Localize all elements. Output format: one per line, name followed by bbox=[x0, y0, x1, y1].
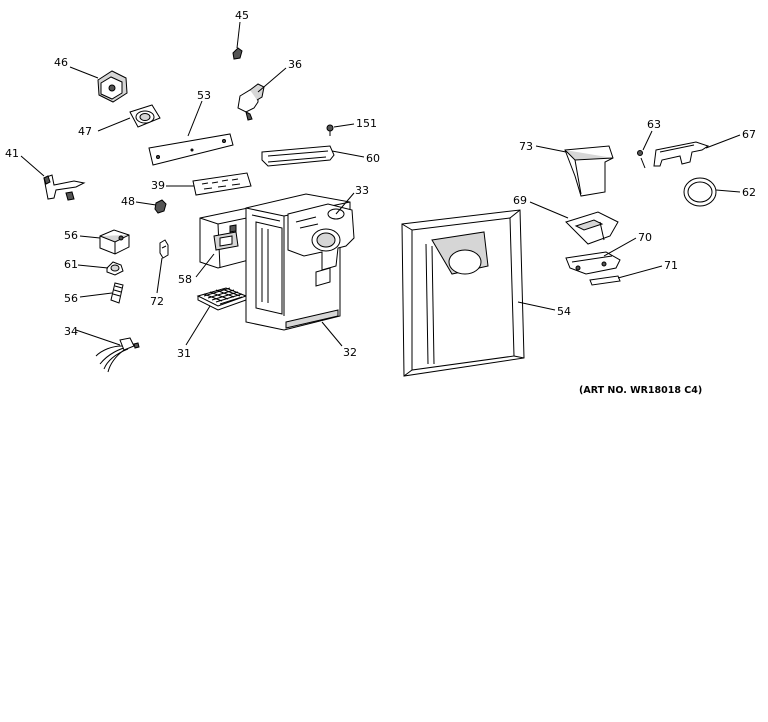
callout-60: 60 bbox=[366, 152, 380, 165]
part-33 bbox=[287, 203, 355, 287]
callout-53: 53 bbox=[197, 89, 211, 102]
callout-61: 61 bbox=[64, 258, 78, 271]
callout-33: 33 bbox=[355, 184, 369, 197]
part-60 bbox=[261, 145, 335, 167]
part-70 bbox=[565, 251, 621, 275]
callout-63: 63 bbox=[647, 118, 661, 131]
callout-48: 48 bbox=[121, 195, 135, 208]
part-73 bbox=[564, 145, 614, 197]
callout-36: 36 bbox=[288, 58, 302, 71]
callout-62: 62 bbox=[742, 186, 756, 199]
callout-41: 41 bbox=[5, 147, 19, 160]
part-53 bbox=[148, 133, 234, 166]
callout-72: 72 bbox=[150, 295, 164, 308]
art-number: (ART NO. WR18018 C4) bbox=[579, 385, 702, 396]
part-46 bbox=[97, 70, 128, 103]
part-31 bbox=[196, 287, 248, 311]
part-34 bbox=[95, 337, 140, 373]
part-67 bbox=[653, 141, 710, 167]
part-48 bbox=[154, 199, 167, 214]
part-72 bbox=[159, 239, 169, 259]
callout-69: 69 bbox=[513, 194, 527, 207]
callout-34: 34 bbox=[64, 325, 78, 338]
callout-56-lower: 56 bbox=[64, 292, 78, 305]
part-47 bbox=[129, 104, 161, 128]
callout-39: 39 bbox=[151, 179, 165, 192]
callout-46: 46 bbox=[54, 56, 68, 69]
callout-54: 54 bbox=[557, 305, 571, 318]
part-56-upper bbox=[99, 229, 130, 255]
callout-58: 58 bbox=[178, 273, 192, 286]
callout-151: 151 bbox=[356, 117, 377, 130]
callout-67: 67 bbox=[742, 128, 756, 141]
part-69 bbox=[565, 211, 619, 245]
part-61 bbox=[106, 261, 124, 276]
part-56-lower bbox=[110, 282, 124, 304]
part-151 bbox=[326, 124, 334, 136]
callout-73: 73 bbox=[519, 140, 533, 153]
callout-47: 47 bbox=[78, 125, 92, 138]
part-54 bbox=[401, 209, 525, 377]
part-62 bbox=[683, 177, 717, 207]
callout-32: 32 bbox=[343, 346, 357, 359]
callout-70: 70 bbox=[638, 231, 652, 244]
callout-56-upper: 56 bbox=[64, 229, 78, 242]
part-36 bbox=[237, 83, 265, 121]
part-41 bbox=[43, 174, 86, 201]
leader-lines bbox=[20, 21, 741, 347]
part-39 bbox=[192, 172, 252, 196]
part-63 bbox=[637, 150, 646, 169]
part-45 bbox=[232, 47, 243, 60]
callout-45: 45 bbox=[235, 9, 249, 22]
callout-71: 71 bbox=[664, 259, 678, 272]
callout-31: 31 bbox=[177, 347, 191, 360]
part-71 bbox=[589, 275, 621, 286]
callout-labels: 45 46 36 53 47 151 41 60 39 33 48 56 61 … bbox=[5, 9, 756, 360]
